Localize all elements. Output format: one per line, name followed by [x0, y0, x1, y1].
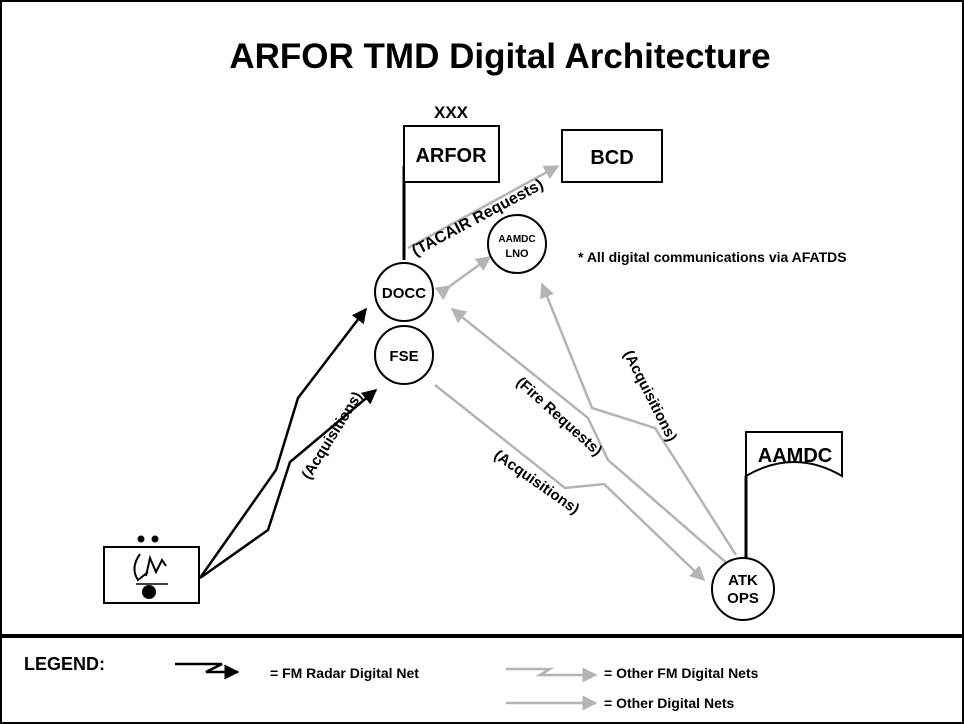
docc-lno-link	[434, 255, 492, 300]
fire-requests-label: (Fire Requests)	[513, 374, 606, 460]
bcd-unit-box	[561, 129, 663, 183]
docc-label: DOCC	[382, 285, 426, 302]
bcd-label: BCD	[590, 147, 633, 169]
arfor-unit-box	[403, 125, 500, 183]
fse-node	[374, 325, 434, 385]
atk-ops-node	[711, 557, 775, 621]
legend-other-digital-text: = Other Digital Nets	[604, 695, 735, 711]
legend-title: LEGEND:	[24, 654, 105, 674]
atk-ops-label-2: OPS	[727, 590, 759, 607]
radar-to-fse-link	[199, 389, 378, 580]
aamdc-lno-label-1: AAMDC	[498, 234, 535, 245]
fse-to-atkops-link	[434, 384, 706, 582]
aamdc-lno-node	[487, 214, 547, 274]
radar-acquisitions-label: (Acquisitions)	[298, 389, 365, 483]
aamdc-lno-label-2: LNO	[505, 248, 529, 260]
legend-other-fm-line	[506, 667, 598, 683]
atkops-to-docc-link	[450, 308, 731, 567]
arfor-to-bcd-link	[407, 164, 560, 250]
atkops-to-lno-link	[540, 282, 738, 556]
diagram-title: ARFOR TMD Digital Architecture	[229, 37, 770, 76]
radar-to-docc-link	[198, 307, 367, 579]
aamdc-label: AAMDC	[758, 445, 832, 467]
atk-ops-label-1: ATK	[728, 572, 758, 589]
legend-fm-radar-line	[175, 662, 240, 680]
legend-other-fm-text: = Other FM Digital Nets	[604, 665, 759, 681]
docc-node	[374, 262, 434, 322]
lno-acquisitions-label: (Acquisitions)	[620, 348, 681, 445]
arfor-echelon: XXX	[434, 103, 469, 122]
fse-acquisitions-label: (Acquisitions)	[491, 447, 583, 518]
aamdc-unit-symbol	[745, 431, 843, 478]
radar-unit-icon	[103, 535, 200, 604]
legend-fm-radar-text: = FM Radar Digital Net	[270, 665, 419, 681]
arfor-label: ARFOR	[415, 145, 487, 167]
fse-label: FSE	[389, 348, 418, 365]
afatds-note: * All digital communications via AFATDS	[578, 249, 847, 265]
